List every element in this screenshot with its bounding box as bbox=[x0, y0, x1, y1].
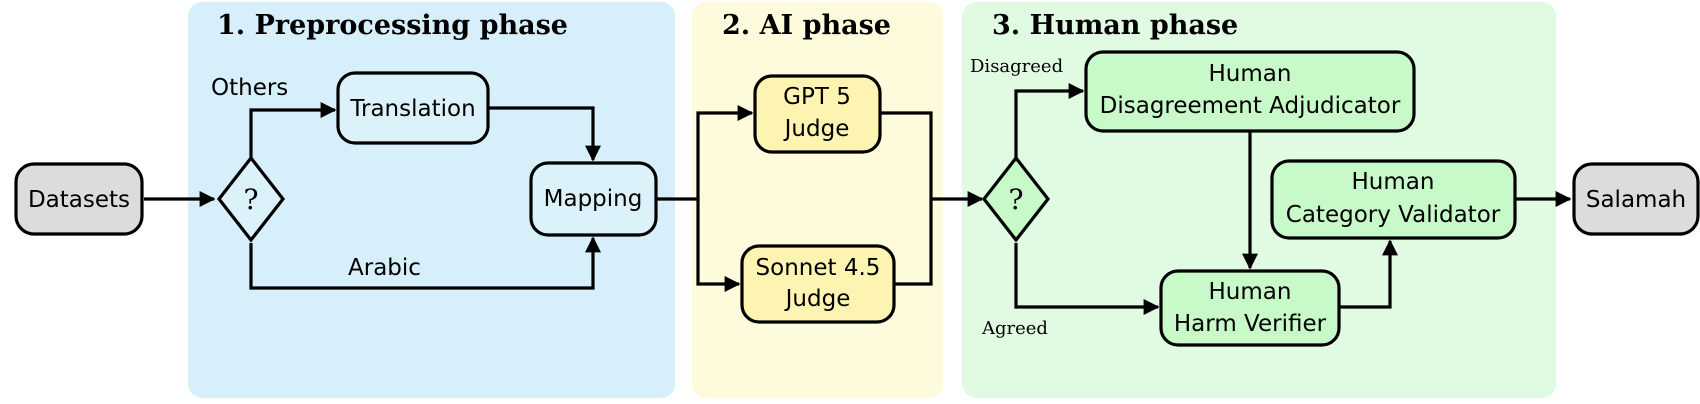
decision-mark: ? bbox=[243, 183, 258, 216]
translation-label: Translation bbox=[349, 96, 475, 122]
edge-gpt-merge bbox=[880, 111, 933, 199]
gpt-judge-label-line1: GPT 5 bbox=[783, 84, 851, 110]
salamah-node: Salamah bbox=[1572, 162, 1700, 236]
edge-to-sonnet-judge bbox=[696, 199, 741, 292]
gpt-judge-node: GPT 5 Judge bbox=[753, 74, 882, 154]
ai-phase-title: 2. AI phase bbox=[722, 10, 891, 41]
edge-agreed bbox=[1014, 243, 1160, 315]
verifier-label-line1: Human bbox=[1209, 279, 1292, 305]
edge-label-arabic: Arabic bbox=[348, 255, 421, 281]
edge-translation-mapping bbox=[488, 106, 601, 162]
category-validator-node: Human Category Validator bbox=[1270, 159, 1517, 240]
ai-phase-panel bbox=[692, 2, 943, 398]
adjudicator-label-line1: Human bbox=[1209, 61, 1292, 87]
sonnet-judge-label-line2: Judge bbox=[784, 286, 851, 312]
edge-label-others: Others bbox=[211, 75, 288, 101]
mapping-node: Mapping bbox=[529, 161, 658, 237]
validator-label-line1: Human bbox=[1352, 169, 1435, 195]
gpt-judge-label-line2: Judge bbox=[783, 116, 850, 142]
edge-disagreed bbox=[1014, 83, 1085, 158]
edge-others bbox=[249, 102, 337, 158]
edge-arabic bbox=[249, 236, 601, 290]
sonnet-judge-node: Sonnet 4.5 Judge bbox=[740, 244, 896, 324]
edge-label-agreed: Agreed bbox=[981, 318, 1048, 339]
edge-to-gpt-judge bbox=[696, 105, 754, 199]
decision-agreement-mark: ? bbox=[1008, 183, 1023, 216]
adjudicator-label-line2: Disagreement Adjudicator bbox=[1100, 93, 1401, 119]
verifier-label-line2: Harm Verifier bbox=[1174, 311, 1327, 337]
edge-label-disagreed: Disagreed bbox=[970, 56, 1063, 77]
harm-verifier-node: Human Harm Verifier bbox=[1159, 269, 1341, 347]
human-phase-title: 3. Human phase bbox=[992, 10, 1238, 41]
decision-diamond-agreement: ? bbox=[981, 155, 1051, 243]
datasets-label: Datasets bbox=[28, 187, 130, 213]
preprocessing-phase-title: 1. Preprocessing phase bbox=[217, 10, 568, 41]
mapping-label: Mapping bbox=[544, 186, 643, 212]
validator-label-line2: Category Validator bbox=[1286, 202, 1501, 228]
datasets-node: Datasets bbox=[14, 162, 144, 236]
edge-sonnet-merge bbox=[894, 199, 933, 286]
translation-node: Translation bbox=[336, 71, 490, 145]
salamah-label: Salamah bbox=[1586, 187, 1686, 213]
edge-verifier-validator bbox=[1339, 239, 1398, 309]
decision-diamond-language: ? bbox=[216, 155, 286, 243]
preprocessing-phase-panel bbox=[188, 2, 675, 398]
sonnet-judge-label-line1: Sonnet 4.5 bbox=[756, 255, 881, 281]
disagreement-adjudicator-node: Human Disagreement Adjudicator bbox=[1084, 50, 1416, 133]
